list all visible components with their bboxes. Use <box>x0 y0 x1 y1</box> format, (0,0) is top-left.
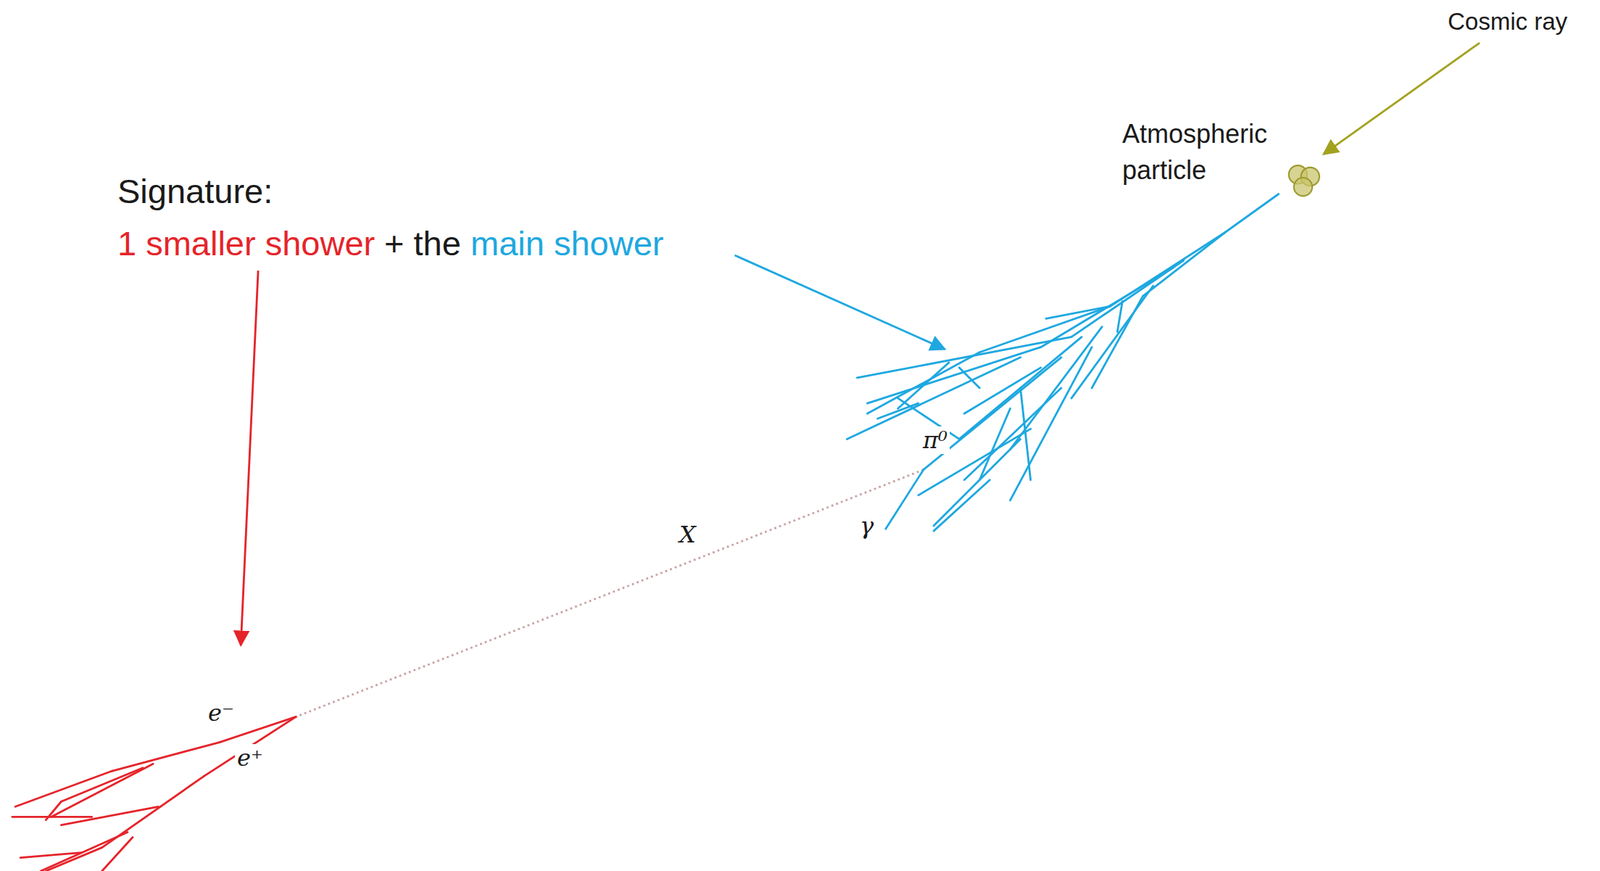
atmospheric-particle <box>1288 165 1320 196</box>
smaller-shower-label: 1 smaller shower <box>117 223 375 264</box>
pion-label: π⁰ <box>920 426 950 454</box>
cosmic-ray-label: Cosmic ray <box>1447 7 1568 37</box>
x-particle-label: X <box>677 520 699 549</box>
connector-text: + the <box>384 223 462 264</box>
positron-label: e⁺ <box>234 743 266 772</box>
main-shower <box>846 194 1279 532</box>
cosmic-ray-arrow <box>1323 42 1480 154</box>
signature-heading: Signature: <box>117 171 273 212</box>
x-particle-path <box>295 469 924 717</box>
electron-label: e⁻ <box>205 698 237 727</box>
main-shower-pointer <box>734 255 945 350</box>
atmospheric-particle-label: Atmospheric particle <box>1122 115 1304 190</box>
smaller-shower <box>12 716 296 871</box>
main-shower-label: main shower <box>470 223 664 264</box>
photon-label: γ <box>857 511 876 540</box>
small-shower-pointer <box>240 270 259 646</box>
